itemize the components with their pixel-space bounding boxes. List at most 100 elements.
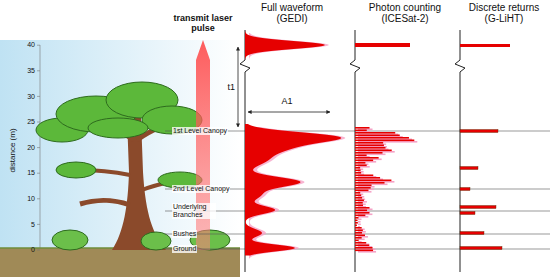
photon-bar [355,150,392,152]
column-heading: Full waveform (GEDI) [248,2,336,24]
photon-bar [355,205,363,207]
photon-bar [355,235,365,237]
discrete-return [460,206,496,209]
beam-label: transmit laser pulse [173,14,233,34]
photon-bar [355,137,409,139]
photon-shadow [358,221,361,223]
photon-bar [355,192,360,194]
photon-bar [355,232,362,234]
photon-bar [355,172,361,174]
photon-bar [355,167,360,169]
axis-tick [37,70,40,71]
photon-bar [355,140,414,142]
axis-tick [37,96,40,97]
photon-bar [355,212,369,214]
photon-bar [355,247,373,249]
discrete-pulse [460,44,510,47]
axis-tick-label: 25 [27,118,35,126]
photon-bar [355,142,383,144]
axis-tick [37,173,40,174]
axis-tick [37,147,40,148]
photon-bar [355,195,361,197]
discrete-return [460,188,470,191]
photon-bar [355,237,362,239]
sky [0,40,240,250]
photon-bar [355,225,357,227]
photon-bar [355,220,358,222]
photon-bar [355,157,379,159]
return-level-lines [165,131,550,249]
axis-tick-label: 15 [27,169,35,177]
axis-tick [37,224,40,225]
axis-tick-label: 30 [27,93,35,101]
discrete-return [460,130,498,133]
photon-bar [355,127,370,129]
photon-bar [355,187,371,189]
axis-tick-label: 10 [27,195,35,203]
axis-tick-label: 0 [31,246,35,254]
photon-shadow [358,224,361,226]
photon-bar [355,222,358,224]
photon-bar [355,182,385,184]
photon-shadow [358,219,361,221]
time-label: t1 [227,83,235,93]
photon-bar [355,207,370,209]
axis-tick [37,45,40,46]
photon-bar [355,132,395,134]
return-signals [245,30,510,259]
axis-tick [37,198,40,199]
axis-tick-label: 5 [31,221,35,229]
photon-bar [355,190,368,192]
photon-bar [355,240,359,242]
photon-bar [355,215,365,217]
photon-bar [355,130,367,132]
photon-bar [355,165,367,167]
photon-bar [355,200,364,202]
photon-bar [355,227,362,229]
photon-bar [355,217,358,219]
amplitude-arrow [248,112,330,113]
photon-bar [355,160,373,162]
level-label: Bushes [172,230,197,238]
photon-bar [355,197,362,199]
photon-bar [355,210,367,212]
photon-pulse [355,43,410,47]
photon-bar [355,242,366,244]
axis-tick-label: 40 [27,41,35,49]
photon-bar [355,147,386,149]
full-waveform [245,30,325,61]
full-waveform [245,124,341,256]
photon-bar [355,175,373,177]
discrete-return [460,167,478,170]
photon-bar [355,162,365,164]
photon-bar [355,180,391,182]
photon-bar [355,155,367,157]
level-label: Underlying Branches [172,203,216,218]
photon-bar [355,152,383,154]
photon-shadow [358,216,368,218]
photon-bar [355,135,400,137]
photon-bar [355,145,384,147]
photon-bar [355,177,380,179]
photon-bar [355,170,361,172]
time-arrow [238,47,239,127]
level-label: 1st Level Canopy [172,127,228,135]
column-heading: Photon counting (ICESat-2) [362,2,448,24]
axis-tick-label: 35 [27,67,35,75]
discrete-return [460,247,502,250]
photon-bar [355,250,373,252]
ground [0,248,240,277]
photon-shadow [358,239,365,241]
discrete-return [460,232,484,235]
discrete-return [460,212,475,215]
amplitude-label: A1 [281,97,292,107]
photon-bar [355,185,372,187]
level-label: Ground [172,245,197,253]
axis-title: distance (m) [9,128,18,172]
level-label: 2nd Level Canopy [172,185,230,193]
axis-tick [37,122,40,123]
column-heading: Discrete returns (G-LiHT) [461,2,547,24]
photon-shadow [358,251,376,253]
axis-tick [37,250,40,251]
